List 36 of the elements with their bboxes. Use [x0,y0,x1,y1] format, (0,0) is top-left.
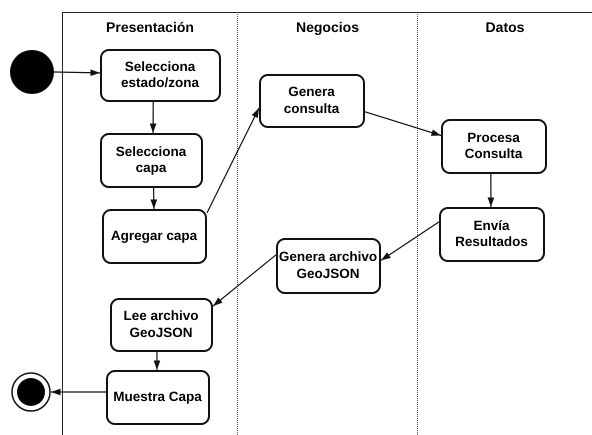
activity-box [276,238,380,294]
arrow [364,111,442,136]
activity-label: Genera archivo GeoJSON [278,249,378,282]
initial-node [10,50,54,94]
activity-box [100,132,202,188]
arrow [51,388,106,396]
arrow [150,102,156,133]
activity-label: Agregar capa [110,228,198,244]
arrow [54,69,100,76]
activity-box [438,206,544,262]
lane-title: Negocios [296,19,359,35]
arrow [154,352,160,370]
arrow [150,188,158,210]
activity-label: Genera consulta [282,84,340,117]
activity-label: Envía Resultados [454,218,529,250]
lane-title: Datos [486,19,524,35]
activity-box [106,370,210,424]
swimlane [417,12,592,435]
lane-title: Presentación [106,19,194,35]
swimlane [237,12,417,435]
activity-label: Selecciona estado/zona [120,58,200,92]
activity-box [258,74,364,128]
activity-box [440,118,546,174]
arrow [488,174,494,207]
arrow [206,108,260,214]
activity-box [110,298,212,352]
final-node [11,372,51,412]
swimlane [62,12,237,435]
arrow [212,254,276,307]
arrow [380,221,440,261]
activity-box [100,48,220,102]
activity-label: Selecciona capa [114,144,188,176]
activity-label: Lee archivo GeoJSON [122,308,200,341]
activity-label: Procesa Consulta [464,130,524,162]
activity-label: Muestra Capa [113,388,202,406]
activity-box [102,208,206,264]
